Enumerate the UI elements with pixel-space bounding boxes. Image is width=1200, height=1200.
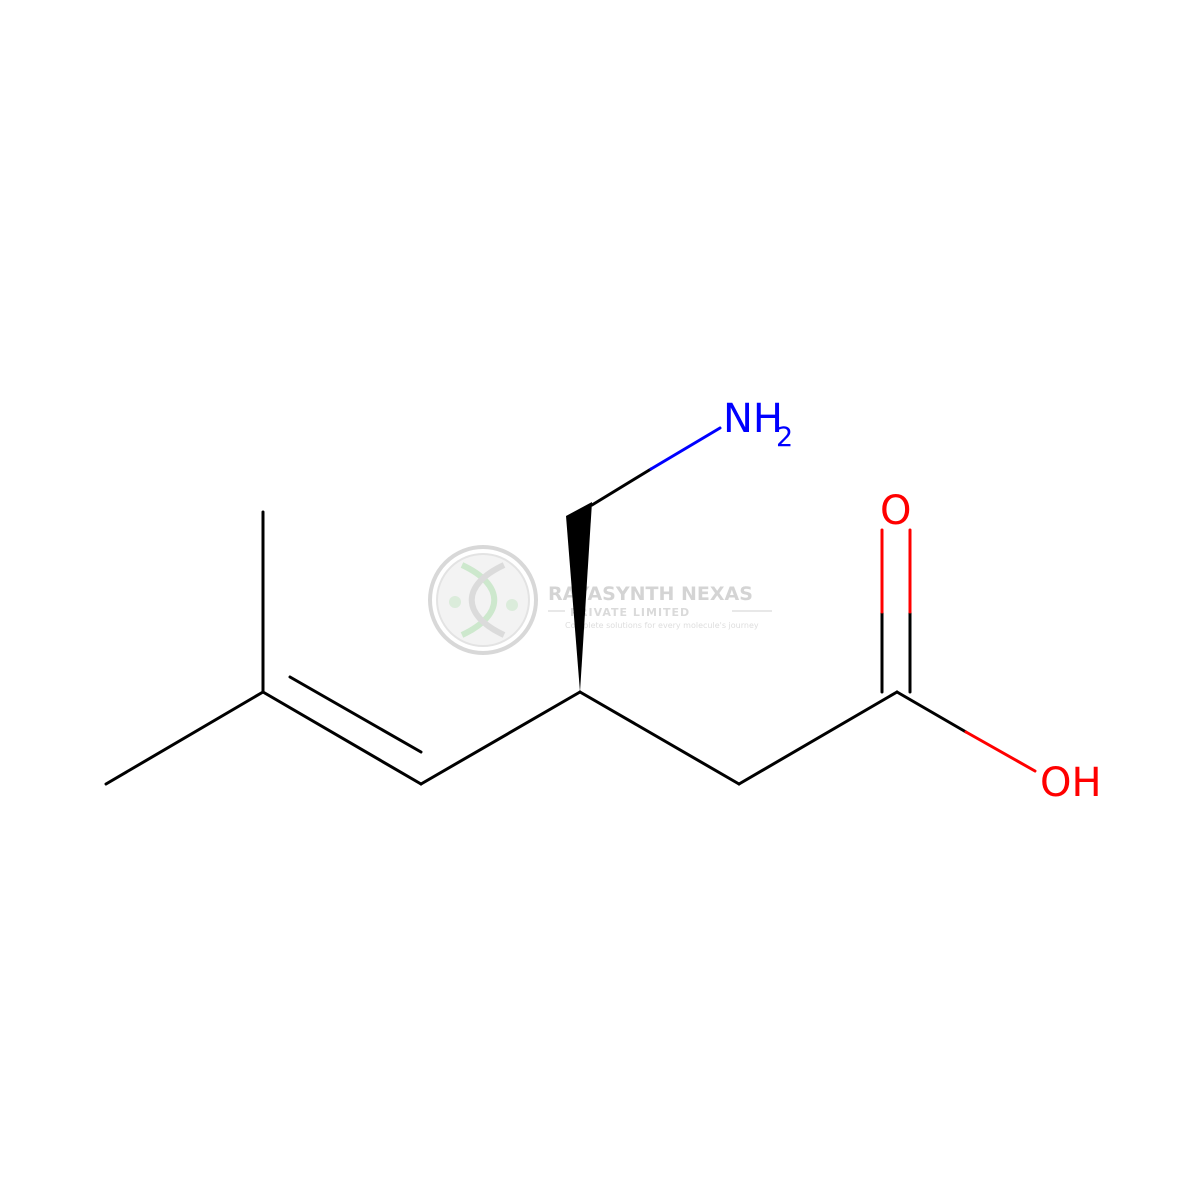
wedge-bond (566, 502, 592, 692)
bond-double-inner (288, 675, 423, 754)
carbonyl-oxygen-label: O (880, 488, 911, 534)
hetero-bonds (649, 426, 1037, 773)
watermark-company: RAYASYNTH NEXAS (548, 583, 753, 605)
hydroxyl-label: OH (1040, 760, 1102, 806)
bond-double-outer (261, 690, 423, 786)
bond-carboxyl-to-oh-black (895, 690, 968, 734)
watermark-logo-icon (428, 545, 538, 655)
watermark-tagline: Complete solutions for every molecule's … (565, 621, 759, 630)
bond-oh-red (964, 730, 1037, 773)
watermark-subtitle: PRIVATE LIMITED (570, 606, 690, 619)
bond-n-blue (649, 426, 722, 471)
bond-methyl-lower (104, 690, 265, 786)
amine-label: NH (723, 396, 783, 442)
bond-ch2-to-n-black (590, 467, 653, 507)
bond-ch2-to-carboxyl (737, 690, 899, 786)
amine-subscript: 2 (776, 422, 793, 453)
bond-vinyl-to-stereocenter (419, 690, 582, 786)
bond-stereocenter-to-ch2 (578, 690, 741, 786)
bonds (104, 467, 968, 786)
watermark: RAYASYNTH NEXAS PRIVATE LIMITED Complete… (428, 545, 772, 655)
